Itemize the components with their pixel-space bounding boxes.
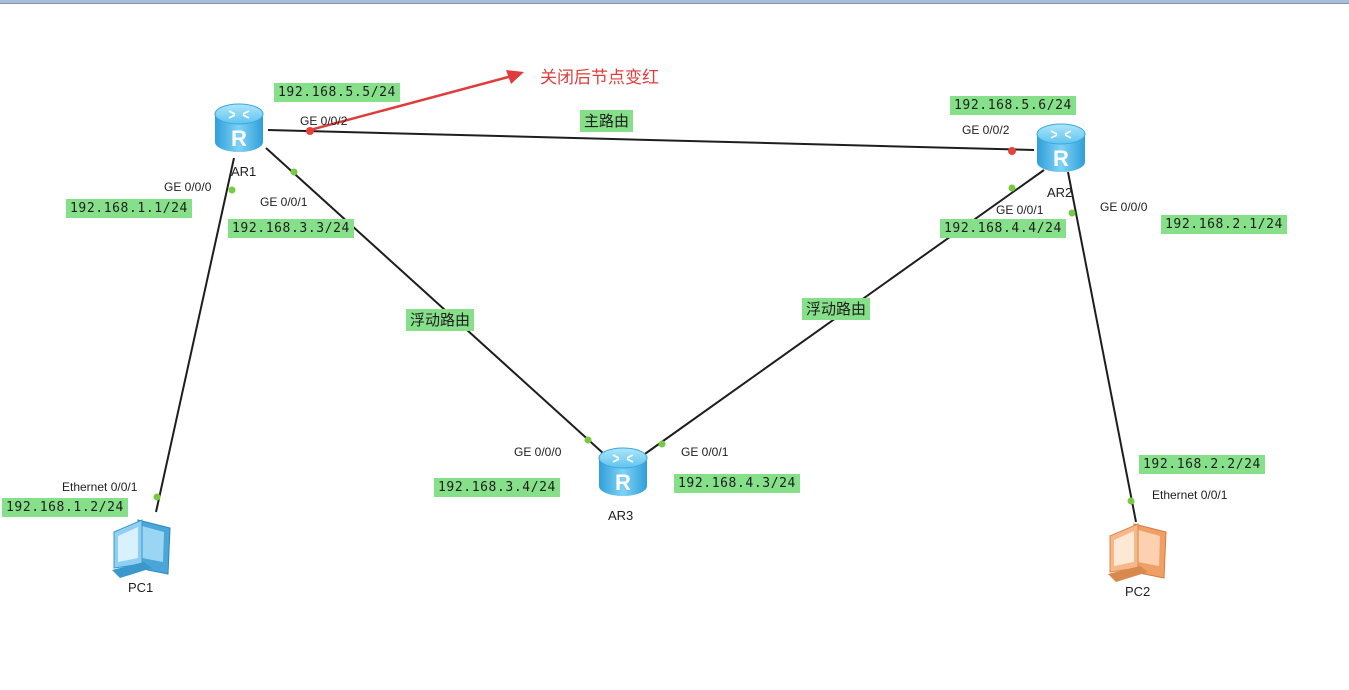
device-name-ar3: AR3 (608, 508, 634, 523)
port-dot-ar3-ge001[interactable] (658, 440, 666, 448)
pc-pc2[interactable] (1104, 516, 1176, 584)
pc-icon (112, 519, 171, 578)
ip-label-ar2-ge001: 192.168.4.4/24 (940, 219, 1066, 238)
pc-icon (1108, 523, 1167, 582)
svg-text:R: R (1053, 146, 1069, 171)
port-label-ar1-ge001: GE 0/0/1 (260, 195, 308, 209)
device-name-pc2: PC2 (1125, 584, 1151, 599)
device-name-ar1: AR1 (231, 164, 257, 179)
port-label-ar2-ge000: GE 0/0/0 (1100, 200, 1148, 214)
svg-text:R: R (231, 126, 247, 151)
port-label-pc1: Ethernet 0/0/1 (62, 480, 138, 494)
route-label-main: 主路由 (580, 110, 634, 132)
port-label-ar3-ge000: GE 0/0/0 (514, 445, 562, 459)
port-dot-ar1-ge002[interactable] (306, 127, 314, 135)
annotation-arrowhead (506, 70, 524, 84)
router-icon: R (598, 447, 648, 496)
link-ar1-ar3 (265, 147, 605, 455)
route-label-floating-right: 浮动路由 (802, 298, 871, 320)
ip-label-pc2: 192.168.2.2/24 (1139, 455, 1265, 474)
port-label-ar2-ge002: GE 0/0/2 (962, 123, 1010, 137)
pc-pc1[interactable] (108, 512, 180, 580)
device-name-ar2: AR2 (1047, 185, 1073, 200)
port-dot-ar3-ge000[interactable] (584, 436, 592, 444)
ip-label-ar2-ge000: 192.168.2.1/24 (1161, 215, 1287, 234)
ip-label-ar3-ge000: 192.168.3.4/24 (434, 478, 560, 497)
ip-label-ar3-ge001: 192.168.4.3/24 (674, 474, 800, 493)
link-ar1-ar2-main (267, 129, 1035, 151)
port-label-ar1-ge002: GE 0/0/2 (300, 114, 348, 128)
link-ar2-pc2 (1067, 171, 1137, 523)
svg-text:R: R (615, 470, 631, 495)
port-label-ar3-ge001: GE 0/0/1 (681, 445, 729, 459)
port-label-ar1-ge000: GE 0/0/0 (164, 180, 212, 194)
port-dot-ar2-ge002[interactable] (1008, 147, 1016, 155)
route-label-floating-left: 浮动路由 (406, 309, 475, 331)
port-dot-ar2-ge001[interactable] (1008, 184, 1016, 192)
ip-label-ar1-ge000: 192.168.1.1/24 (66, 199, 192, 218)
ip-label-ar1-ge001: 192.168.3.3/24 (228, 219, 354, 238)
port-dot-ar1-ge000[interactable] (228, 186, 236, 194)
window-top-border (0, 0, 1349, 4)
port-dot-ar1-ge001[interactable] (290, 168, 298, 176)
router-icon: R (214, 103, 264, 152)
port-dot-pc2[interactable] (1127, 497, 1135, 505)
port-dot-ar2-ge000[interactable] (1068, 209, 1076, 217)
ip-label-pc1: 192.168.1.2/24 (2, 498, 128, 517)
annotation-arrow (309, 74, 513, 132)
ip-label-ar2-ge002: 192.168.5.6/24 (950, 96, 1076, 115)
link-ar1-pc1 (155, 157, 235, 513)
port-dot-pc1[interactable] (153, 493, 161, 501)
device-name-pc1: PC1 (128, 580, 154, 595)
router-ar1[interactable]: R (212, 100, 266, 158)
router-ar2[interactable]: R (1034, 120, 1088, 178)
annotation-text: 关闭后节点变红 (540, 68, 659, 88)
router-ar3[interactable]: R (596, 444, 650, 502)
port-label-pc2: Ethernet 0/0/1 (1152, 488, 1228, 502)
router-icon: R (1036, 123, 1086, 172)
port-label-ar2-ge001: GE 0/0/1 (996, 203, 1044, 217)
ip-label-ar1-ge002: 192.168.5.5/24 (274, 83, 400, 102)
